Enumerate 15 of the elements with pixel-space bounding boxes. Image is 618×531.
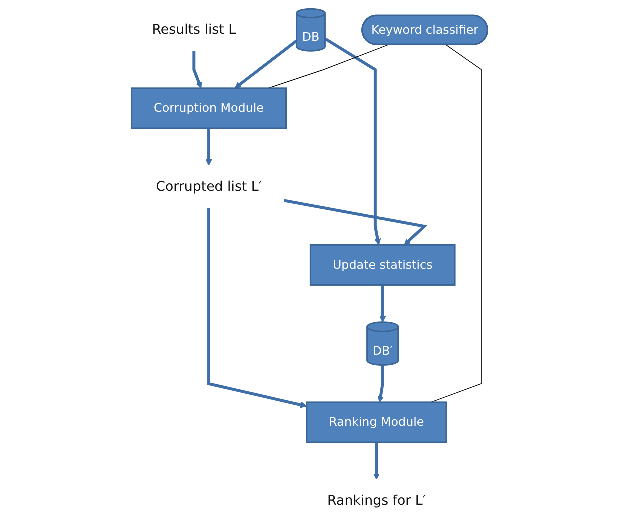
arrow — [206, 128, 212, 166]
node-text: Rankings for L′ — [328, 493, 426, 509]
arrow — [235, 40, 298, 89]
node-text: Corrupted list L′ — [156, 179, 262, 195]
arrow — [192, 51, 202, 89]
arrow — [324, 38, 382, 246]
arrow — [380, 285, 386, 323]
arrow — [208, 208, 308, 408]
node-box: Ranking Module — [306, 402, 448, 444]
arrow — [374, 442, 380, 480]
node-box: Update statistics — [310, 244, 456, 286]
node-box: Corruption Module — [131, 88, 288, 130]
node-text: Results list L — [152, 22, 236, 38]
arrow — [378, 365, 384, 403]
arrow — [284, 199, 428, 246]
